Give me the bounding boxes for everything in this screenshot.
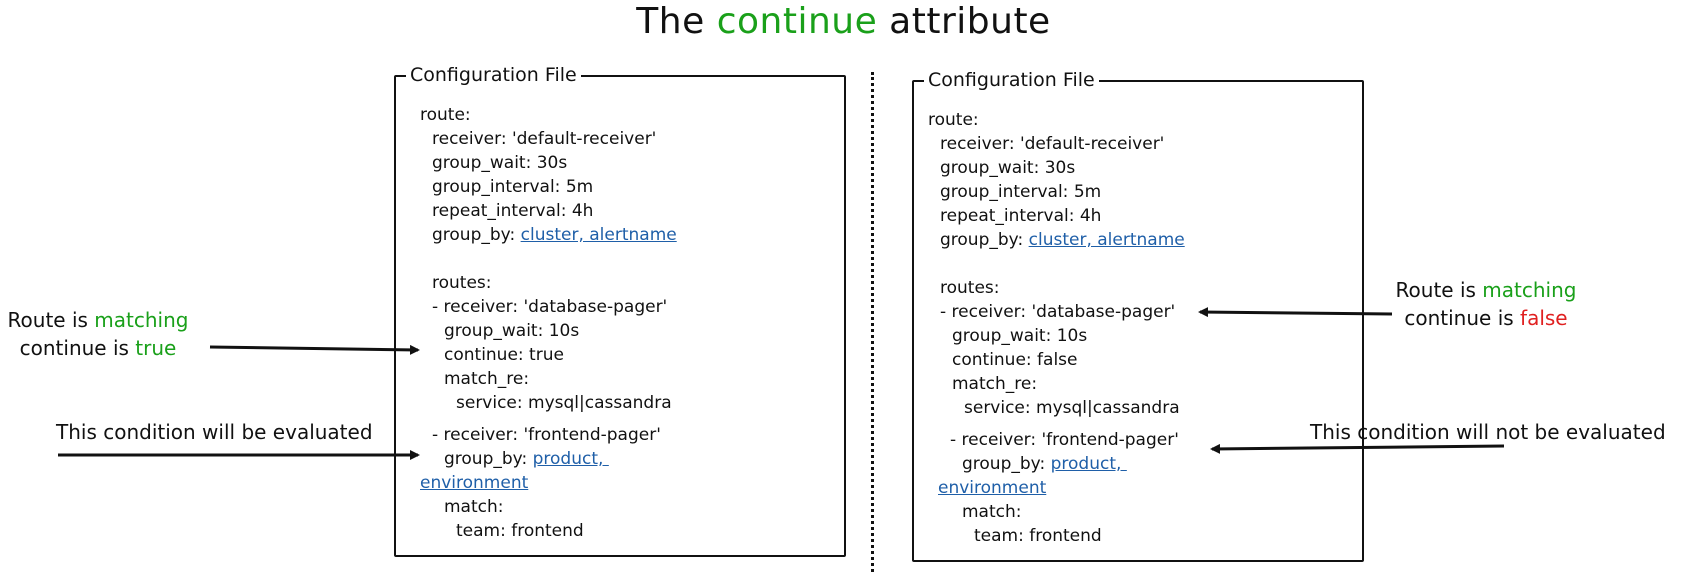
left-environment-link[interactable]: environment [420, 473, 529, 493]
left-evaluated-note: This condition will be evaluated [56, 420, 373, 444]
right-match-arrow [1198, 307, 1393, 318]
left-code-line: service: mysql|cassandra [456, 393, 672, 413]
right-code-line: - receiver: 'frontend-pager' [950, 430, 1179, 450]
left-continue-prefix: continue is [19, 336, 136, 360]
right-match-line: Route is matching [1378, 276, 1594, 304]
right-code-line: group_wait: 10s [952, 326, 1088, 346]
right-match-word: matching [1482, 278, 1577, 302]
left-match-word: matching [94, 308, 189, 332]
right-code-line: group_by: product, [962, 452, 1127, 476]
left-code-line: repeat_interval: 4h [432, 201, 594, 221]
left-groupby2-key: group_by: [444, 449, 533, 469]
right-code-line: team: frontend [974, 526, 1102, 546]
right-continue-word: false [1520, 306, 1568, 330]
right-match-prefix: Route is [1395, 278, 1483, 302]
right-config-heading: Configuration File [924, 68, 1099, 92]
right-code-line: service: mysql|cassandra [964, 398, 1180, 418]
left-code-line: - receiver: 'database-pager' [432, 297, 668, 317]
title-suffix: attribute [877, 1, 1051, 42]
left-code-line: continue: true [444, 345, 564, 365]
center-divider [871, 72, 874, 572]
right-config-code: route: receiver: 'default-receiver' grou… [914, 82, 1185, 546]
left-config-code: route: receiver: 'default-receiver' grou… [396, 77, 677, 541]
right-not-evaluated-note: This condition will not be evaluated [1310, 420, 1666, 444]
left-match-note: Route is matching continue is true [0, 306, 196, 362]
right-config-box: Configuration File route: receiver: 'def… [912, 68, 1364, 562]
left-match-line: Route is matching [0, 306, 196, 334]
left-code-line: group_by: product, [444, 447, 609, 471]
right-environment-link[interactable]: environment [938, 478, 1047, 498]
left-groupby-link[interactable]: cluster, alertname [520, 225, 677, 245]
right-groupby2-link[interactable]: product, [1050, 454, 1127, 474]
left-code-line: receiver: 'default-receiver' [432, 129, 657, 149]
left-config-box: Configuration File route: receiver: 'def… [394, 63, 846, 557]
right-code-line: repeat_interval: 4h [940, 206, 1102, 226]
diagram-title: The continue attribute [0, 0, 1687, 44]
right-code-line: - receiver: 'database-pager' [940, 302, 1176, 322]
right-code-line: route: [928, 110, 979, 130]
left-continue-word: true [135, 336, 177, 360]
left-continue-line: continue is true [0, 334, 196, 362]
left-code-line: group_interval: 5m [432, 177, 594, 197]
right-code-line: group_by: cluster, alertname [940, 228, 1185, 252]
right-code-line: group_wait: 30s [940, 158, 1076, 178]
title-highlight: continue [716, 1, 878, 42]
right-code-line: group_interval: 5m [940, 182, 1102, 202]
right-code-line: match: [962, 502, 1022, 522]
left-groupby2-link[interactable]: product, [532, 449, 609, 469]
left-code-line: match: [444, 497, 504, 517]
right-code-line: match_re: [952, 374, 1038, 394]
right-continue-line: continue is false [1378, 304, 1594, 332]
left-config-heading: Configuration File [406, 63, 581, 87]
right-code-line: receiver: 'default-receiver' [940, 134, 1165, 154]
right-continue-prefix: continue is [1404, 306, 1521, 330]
left-match-arrow [209, 344, 420, 355]
right-code-line: routes: [940, 278, 1000, 298]
right-code-line: continue: false [952, 350, 1078, 370]
left-code-line: team: frontend [456, 521, 584, 541]
right-groupby-key: group_by: [940, 230, 1029, 250]
left-code-line: routes: [432, 273, 492, 293]
left-match-prefix: Route is [7, 308, 95, 332]
left-code-line: - receiver: 'frontend-pager' [432, 425, 661, 445]
left-code-line: group_by: cluster, alertname [432, 223, 677, 247]
left-code-line: group_wait: 30s [432, 153, 568, 173]
right-not-evaluated-arrow [1210, 443, 1505, 454]
right-groupby2-key: group_by: [962, 454, 1051, 474]
left-code-line: route: [420, 105, 471, 125]
left-groupby-key: group_by: [432, 225, 521, 245]
left-code-line: group_wait: 10s [444, 321, 580, 341]
right-match-note: Route is matching continue is false [1378, 276, 1594, 332]
left-code-line: match_re: [444, 369, 530, 389]
right-groupby-link[interactable]: cluster, alertname [1028, 230, 1185, 250]
title-prefix: The [636, 1, 717, 42]
